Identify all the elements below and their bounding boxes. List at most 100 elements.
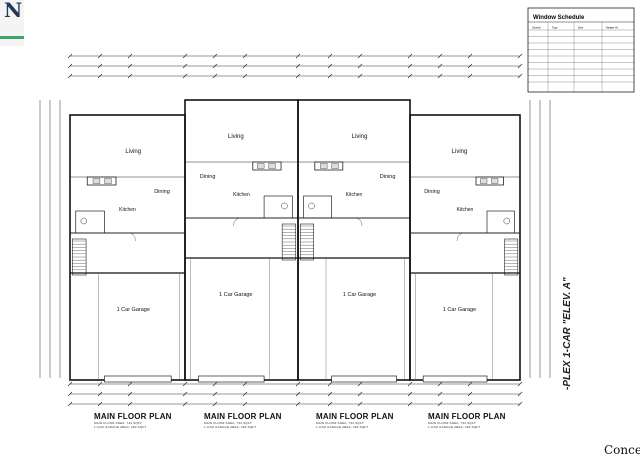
dimension-tick	[182, 381, 188, 387]
plan-title-4: MAIN FLOOR PLAN MAIN FLOOR AREA: 744 SQF…	[428, 412, 506, 429]
range	[331, 163, 339, 169]
dimension-tick	[182, 53, 188, 59]
dimension-tick	[67, 391, 73, 397]
toilet	[80, 217, 88, 225]
dimension-tick	[242, 63, 248, 69]
dimension-tick	[407, 401, 413, 407]
dimension-tick	[97, 391, 103, 397]
exterior-wall	[297, 99, 411, 381]
dimension-tick	[467, 73, 473, 79]
dimension-tick	[467, 63, 473, 69]
range	[480, 178, 488, 184]
dimension-tick	[407, 53, 413, 59]
dimension-tick	[67, 63, 73, 69]
logo-letter: N	[4, 0, 23, 22]
dimension-tick	[437, 63, 443, 69]
bathroom	[263, 195, 293, 219]
dimension-tick	[242, 391, 248, 397]
dimension-tick	[407, 63, 413, 69]
plan-title-1: MAIN FLOOR PLAN MAIN FLOOR AREA: 744 SQF…	[94, 412, 172, 429]
dimension-tick	[357, 391, 363, 397]
bathroom	[486, 210, 515, 234]
dimension-tick	[467, 381, 473, 387]
stair	[299, 223, 314, 261]
dimension-tick	[182, 391, 188, 397]
dimension-tick	[127, 53, 133, 59]
dimension-tick	[437, 73, 443, 79]
room-label-garage: 1 Car Garage	[443, 307, 476, 313]
sink	[92, 178, 101, 184]
room-label-garage: 1 Car Garage	[343, 292, 376, 298]
dimension-tick	[517, 73, 523, 79]
corner-caption: Conce	[604, 443, 640, 457]
dimension-tick	[127, 401, 133, 407]
garage-door	[104, 375, 172, 383]
window-schedule-columns	[547, 22, 603, 92]
dimension-tick	[327, 381, 333, 387]
dimension-tick	[127, 381, 133, 387]
dimension-tick	[327, 73, 333, 79]
dimension-tick	[97, 401, 103, 407]
bathroom	[75, 210, 105, 234]
dimension-tick	[517, 53, 523, 59]
window-schedule-title: Window Schedule	[533, 15, 585, 21]
dimension-tick	[357, 73, 363, 79]
room-label-living: Living	[125, 149, 141, 155]
dimension-tick	[67, 401, 73, 407]
toilet	[281, 202, 288, 210]
dimension-tick	[212, 63, 218, 69]
plan-title-3: MAIN FLOOR PLAN MAIN FLOOR AREA: 744 SQF…	[316, 412, 394, 429]
dimension-tick	[295, 73, 301, 79]
stair	[72, 238, 87, 276]
kitchen-counter	[475, 176, 504, 186]
dimension-tick	[242, 401, 248, 407]
logo-accent-bar	[0, 36, 24, 39]
room-label-dining: Dining	[200, 174, 216, 180]
dimension-tick	[467, 391, 473, 397]
dimension-tick	[242, 73, 248, 79]
dimension-tick	[517, 401, 523, 407]
room-label-dining: Dining	[380, 174, 396, 180]
dimension-tick	[127, 73, 133, 79]
dimension-tick	[295, 391, 301, 397]
range	[257, 163, 265, 169]
dimension-tick	[242, 381, 248, 387]
kitchen-counter	[314, 161, 344, 171]
dimension-tick	[212, 401, 218, 407]
room-label-kitchen: Kitchen	[457, 207, 474, 213]
stair	[504, 238, 519, 276]
window-schedule-table: Window Schedule Symbol Type Size Header …	[527, 7, 635, 93]
dimension-tick	[67, 73, 73, 79]
dimension-tick	[182, 73, 188, 79]
ws-header-height: Header Ht.	[606, 26, 619, 30]
kitchen-counter	[86, 176, 117, 186]
room-label-dining: Dining	[154, 189, 170, 195]
dimension-lines	[39, 55, 551, 405]
window-schedule-rows	[528, 29, 634, 83]
door-swing	[353, 217, 363, 227]
dimension-tick	[517, 381, 523, 387]
stair	[281, 223, 297, 261]
toilet	[308, 202, 315, 210]
room-label-living: Living	[452, 149, 468, 155]
elevation-side-label: -PLEX 1-CAR "ELEV. A"	[562, 277, 573, 390]
room-label-kitchen: Kitchen	[346, 192, 363, 198]
room-label-garage: 1 Car Garage	[219, 292, 252, 298]
dimension-tick	[295, 53, 301, 59]
dimension-tick	[127, 63, 133, 69]
dimension-tick	[327, 401, 333, 407]
dimension-tick	[182, 63, 188, 69]
kitchen-counter	[252, 161, 282, 171]
dimension-tick	[357, 63, 363, 69]
ws-header-size: Size	[578, 26, 584, 30]
sink	[320, 163, 328, 169]
ws-header-symbol: Symbol	[532, 26, 541, 30]
sink	[268, 163, 276, 169]
room-label-living: Living	[228, 134, 244, 140]
plan-title-2: MAIN FLOOR PLAN MAIN FLOOR AREA: 744 SQF…	[204, 412, 282, 429]
dimension-tick	[212, 53, 218, 59]
